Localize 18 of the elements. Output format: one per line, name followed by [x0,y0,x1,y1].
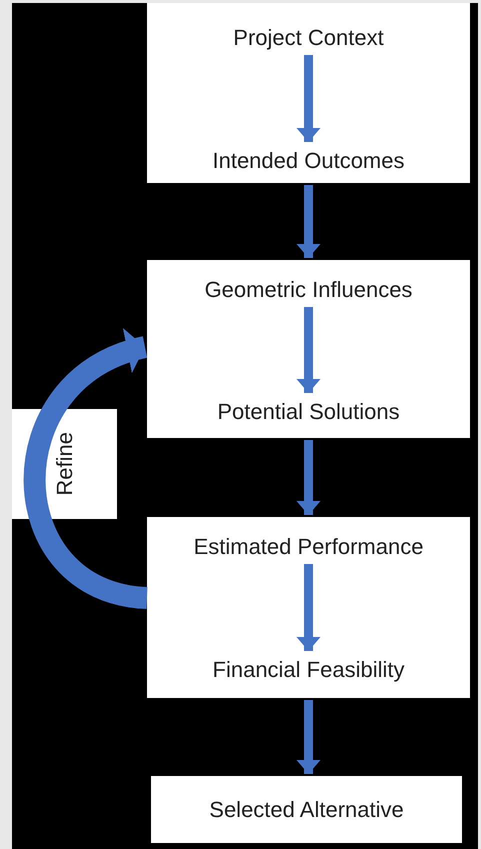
arrow [296,700,320,774]
process-box [147,517,470,698]
step-label: Project Context [147,21,470,53]
step-label: Estimated Performance [147,530,470,562]
step-label: Financial Feasibility [147,653,470,685]
arrow [296,307,320,393]
arrow [296,564,320,651]
process-box [151,776,462,843]
step-label: Geometric Influences [147,273,470,305]
arrow [296,440,320,515]
process-box [147,260,470,438]
step-label: Selected Alternative [209,796,404,824]
step-label: Intended Outcomes [147,144,470,176]
arrow [24,330,149,609]
process-box [147,3,470,183]
arrow [296,55,320,142]
step-label: Potential Solutions [147,395,470,427]
arrow [296,185,320,258]
